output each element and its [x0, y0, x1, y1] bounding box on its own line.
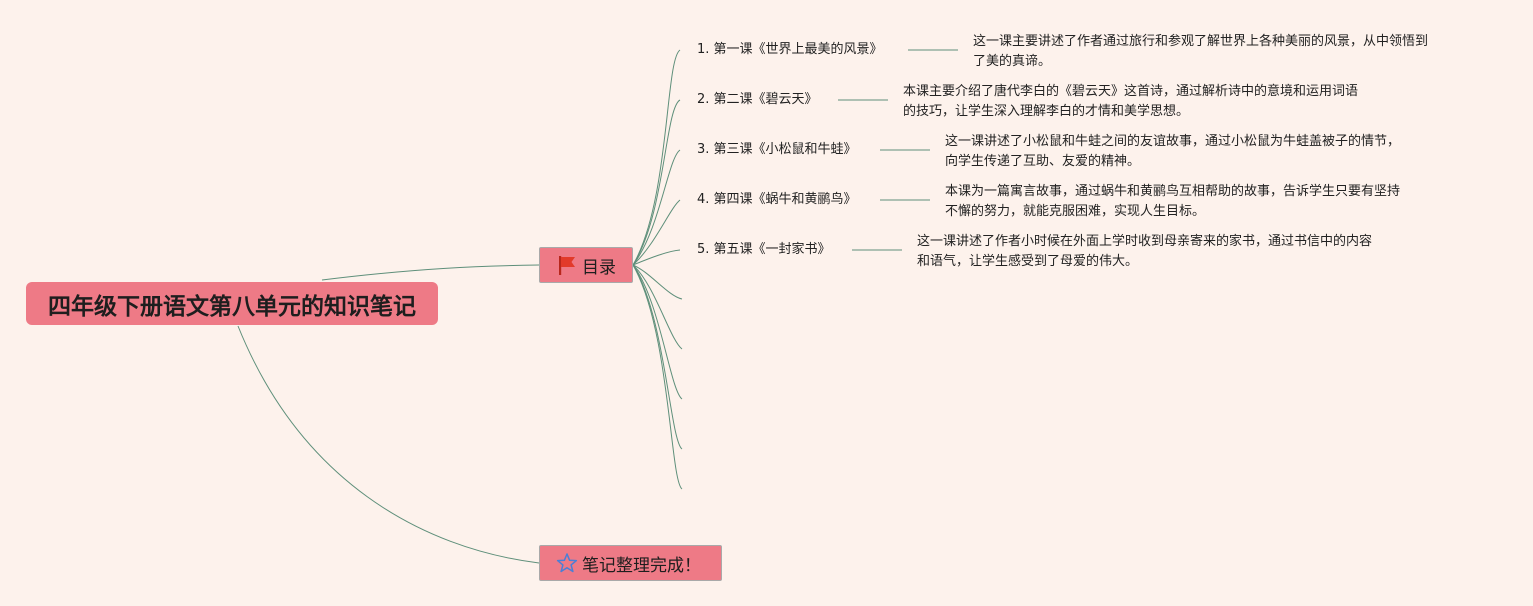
lesson-title: 2. 第二课《碧云天》: [697, 92, 818, 107]
link-toc-lesson-1: [632, 49, 681, 266]
link-toc-empty-4: [632, 264, 683, 450]
star-icon: [556, 552, 578, 574]
lesson-description[interactable]: 这一课讲述了作者小时候在外面上学时收到母亲寄来的家书，通过书信中的内容 和语气，…: [917, 232, 1412, 272]
link-root-toc: [321, 264, 540, 281]
link-toc-lesson-5: [632, 249, 681, 266]
lesson-node[interactable]: 5. 第五课《一封家书》: [697, 242, 831, 258]
link-toc-empty-1: [632, 264, 683, 300]
link-toc-lesson-3: [632, 149, 681, 266]
done-node[interactable]: 笔记整理完成！: [539, 545, 722, 581]
description-line: 和语气，让学生感受到了母爱的伟大。: [917, 254, 1139, 269]
description-line: 的技巧，让学生深入理解李白的才情和美学思想。: [903, 104, 1190, 119]
description-line: 本课为一篇寓言故事，通过蜗牛和黄鹂鸟互相帮助的故事，告诉学生只要有坚持: [945, 184, 1401, 199]
lesson-description[interactable]: 这一课主要讲述了作者通过旅行和参观了解世界上各种美丽的风景，从中领悟到 了美的真…: [973, 32, 1468, 72]
link-toc-empty-3: [632, 264, 683, 400]
lesson-node[interactable]: 1. 第一课《世界上最美的风景》: [697, 42, 883, 58]
description-line: 这一课讲述了小松鼠和牛蛙之间的友谊故事，通过小松鼠为牛蛙盖被子的情节，: [945, 134, 1401, 149]
lesson-description[interactable]: 本课为一篇寓言故事，通过蜗牛和黄鹂鸟互相帮助的故事，告诉学生只要有坚持 不懈的努…: [945, 182, 1440, 222]
link-toc-empty-2: [632, 264, 683, 350]
toc-node[interactable]: 目录: [539, 247, 633, 283]
lesson-node[interactable]: 3. 第三课《小松鼠和牛蛙》: [697, 142, 857, 158]
lesson-title: 1. 第一课《世界上最美的风景》: [697, 42, 883, 57]
description-line: 这一课主要讲述了作者通过旅行和参观了解世界上各种美丽的风景，从中领悟到: [973, 34, 1429, 49]
link-toc-lesson-2: [632, 99, 681, 266]
description-line: 了美的真谛。: [973, 54, 1052, 69]
done-label: 笔记整理完成！: [582, 555, 701, 576]
lesson-title: 4. 第四课《蜗牛和黄鹂鸟》: [697, 192, 857, 207]
link-toc-empty-5: [632, 264, 683, 490]
link-toc-lesson-4: [632, 199, 681, 266]
toc-label: 目录: [582, 257, 616, 278]
lesson-node[interactable]: 2. 第二课《碧云天》: [697, 92, 818, 108]
description-line: 向学生传递了互助、友爱的精神。: [945, 154, 1141, 169]
root-title: 四年级下册语文第八单元的知识笔记: [48, 293, 416, 320]
description-line: 这一课讲述了作者小时候在外面上学时收到母亲寄来的家书，通过书信中的内容: [917, 234, 1373, 249]
lesson-description[interactable]: 本课主要介绍了唐代李白的《碧云天》这首诗，通过解析诗中的意境和运用词语 的技巧，…: [903, 82, 1398, 122]
lesson-title: 3. 第三课《小松鼠和牛蛙》: [697, 142, 857, 157]
lesson-description[interactable]: 这一课讲述了小松鼠和牛蛙之间的友谊故事，通过小松鼠为牛蛙盖被子的情节， 向学生传…: [945, 132, 1440, 172]
root-topic[interactable]: 四年级下册语文第八单元的知识笔记: [26, 282, 438, 325]
description-line: 不懈的努力，就能克服困难，实现人生目标。: [945, 204, 1206, 219]
red-flag-icon: [556, 254, 578, 276]
lesson-node[interactable]: 4. 第四课《蜗牛和黄鹂鸟》: [697, 192, 857, 208]
lesson-title: 5. 第五课《一封家书》: [697, 242, 831, 257]
description-line: 本课主要介绍了唐代李白的《碧云天》这首诗，通过解析诗中的意境和运用词语: [903, 84, 1359, 99]
link-root-done: [237, 325, 540, 564]
